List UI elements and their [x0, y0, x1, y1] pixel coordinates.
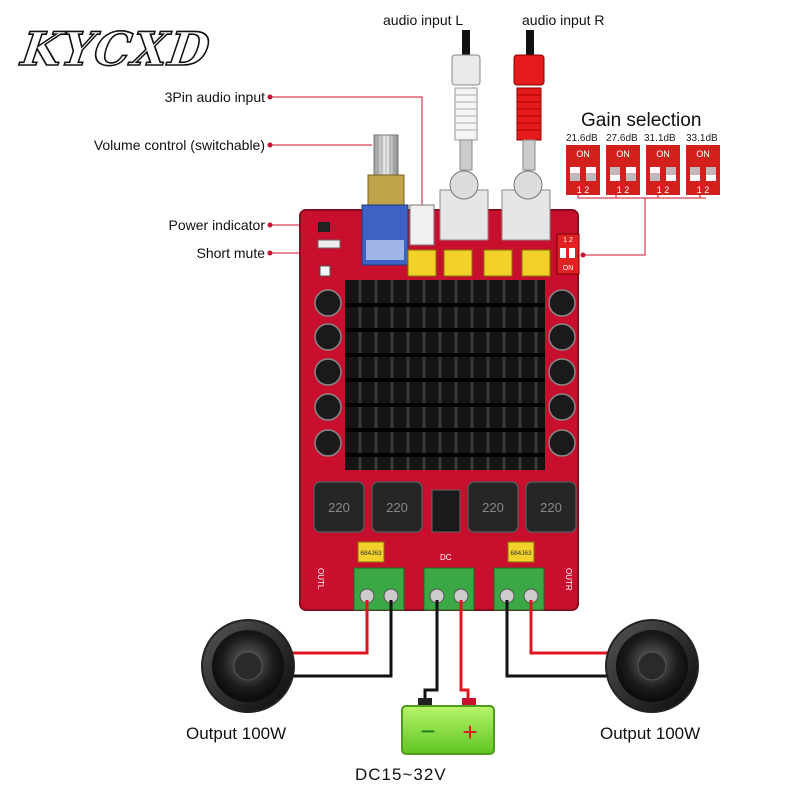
label-power-indicator: Power indicator	[168, 217, 266, 233]
board-dip-pins: 1 2	[563, 237, 573, 244]
inductor-code-3: 220	[482, 500, 504, 515]
gain-switch-1	[566, 145, 600, 195]
label-output-left: Output 100W	[186, 724, 287, 743]
gain-label-4: 33.1dB	[686, 133, 718, 144]
board-dc: DC	[440, 553, 452, 562]
label-output-right: Output 100W	[600, 724, 701, 743]
wire-right-red	[529, 600, 608, 655]
board-outr: OUTR	[564, 568, 573, 591]
cap-code-left: 684J63	[360, 550, 382, 557]
capacitors-left	[314, 289, 342, 457]
wire-left-black	[292, 600, 393, 678]
gain-switch-3-on: ON	[656, 149, 670, 159]
inductors	[313, 481, 577, 533]
gain-selection-title: Gain selection	[581, 110, 702, 131]
label-short-mute: Short mute	[196, 245, 265, 261]
capacitors-right	[548, 289, 576, 457]
gain-switch-4	[686, 145, 720, 195]
cap-code-right: 684J63	[510, 550, 532, 557]
gain-switch-2-on: ON	[616, 149, 630, 159]
rca-jack-left	[439, 170, 489, 241]
wire-dc-red	[459, 600, 470, 705]
battery-icon	[401, 698, 495, 755]
volume-potentiometer	[361, 134, 409, 266]
board-outl: OUTL	[316, 568, 325, 590]
gain-label-1: 21.6dB	[566, 133, 598, 144]
wire-left-red	[292, 600, 369, 655]
label-3pin-input: 3Pin audio input	[164, 89, 265, 105]
label-audio-input-r: audio input R	[522, 12, 605, 28]
board-dip-switch	[556, 233, 580, 275]
label-dc-voltage: DC15~32V	[355, 765, 447, 784]
rca-jack-right	[501, 170, 551, 241]
terminal-left	[353, 567, 405, 611]
callout-line-gain	[583, 198, 646, 256]
rca-cable-right	[513, 30, 545, 171]
power-ic	[431, 489, 461, 533]
wire-dc-black	[423, 600, 439, 705]
rca-cable-left	[451, 30, 481, 171]
board-dip-on: ON	[563, 265, 574, 272]
callout-line-3pin	[270, 96, 423, 205]
speaker-right-icon	[605, 619, 699, 713]
wire-right-black	[505, 600, 608, 678]
gain-switch-2	[606, 145, 640, 195]
battery-plus: +	[462, 717, 477, 747]
gain-switch-4-on: ON	[696, 149, 710, 159]
gain-label-2: 27.6dB	[606, 133, 638, 144]
gain-switch-3	[646, 145, 680, 195]
gain-switch-2-pins: 1 2	[617, 185, 630, 195]
battery-minus: −	[420, 716, 435, 746]
3pin-connector	[409, 204, 435, 246]
gain-label-3: 31.1dB	[644, 133, 676, 144]
inductor-code-2: 220	[386, 500, 408, 515]
inductor-code-1: 220	[328, 500, 350, 515]
gain-switch-1-pins: 1 2	[577, 185, 590, 195]
gain-switches	[566, 145, 720, 195]
terminal-right	[493, 567, 545, 611]
gain-switch-4-pins: 1 2	[697, 185, 710, 195]
inductor-code-4: 220	[540, 500, 562, 515]
speaker-left-icon	[201, 619, 295, 713]
gain-switch-1-on: ON	[576, 149, 590, 159]
label-volume-control: Volume control (switchable)	[93, 137, 265, 153]
terminal-dc	[423, 567, 475, 611]
heatsink	[345, 280, 545, 470]
label-audio-input-l: audio input L	[383, 12, 464, 28]
gain-switch-3-pins: 1 2	[657, 185, 670, 195]
